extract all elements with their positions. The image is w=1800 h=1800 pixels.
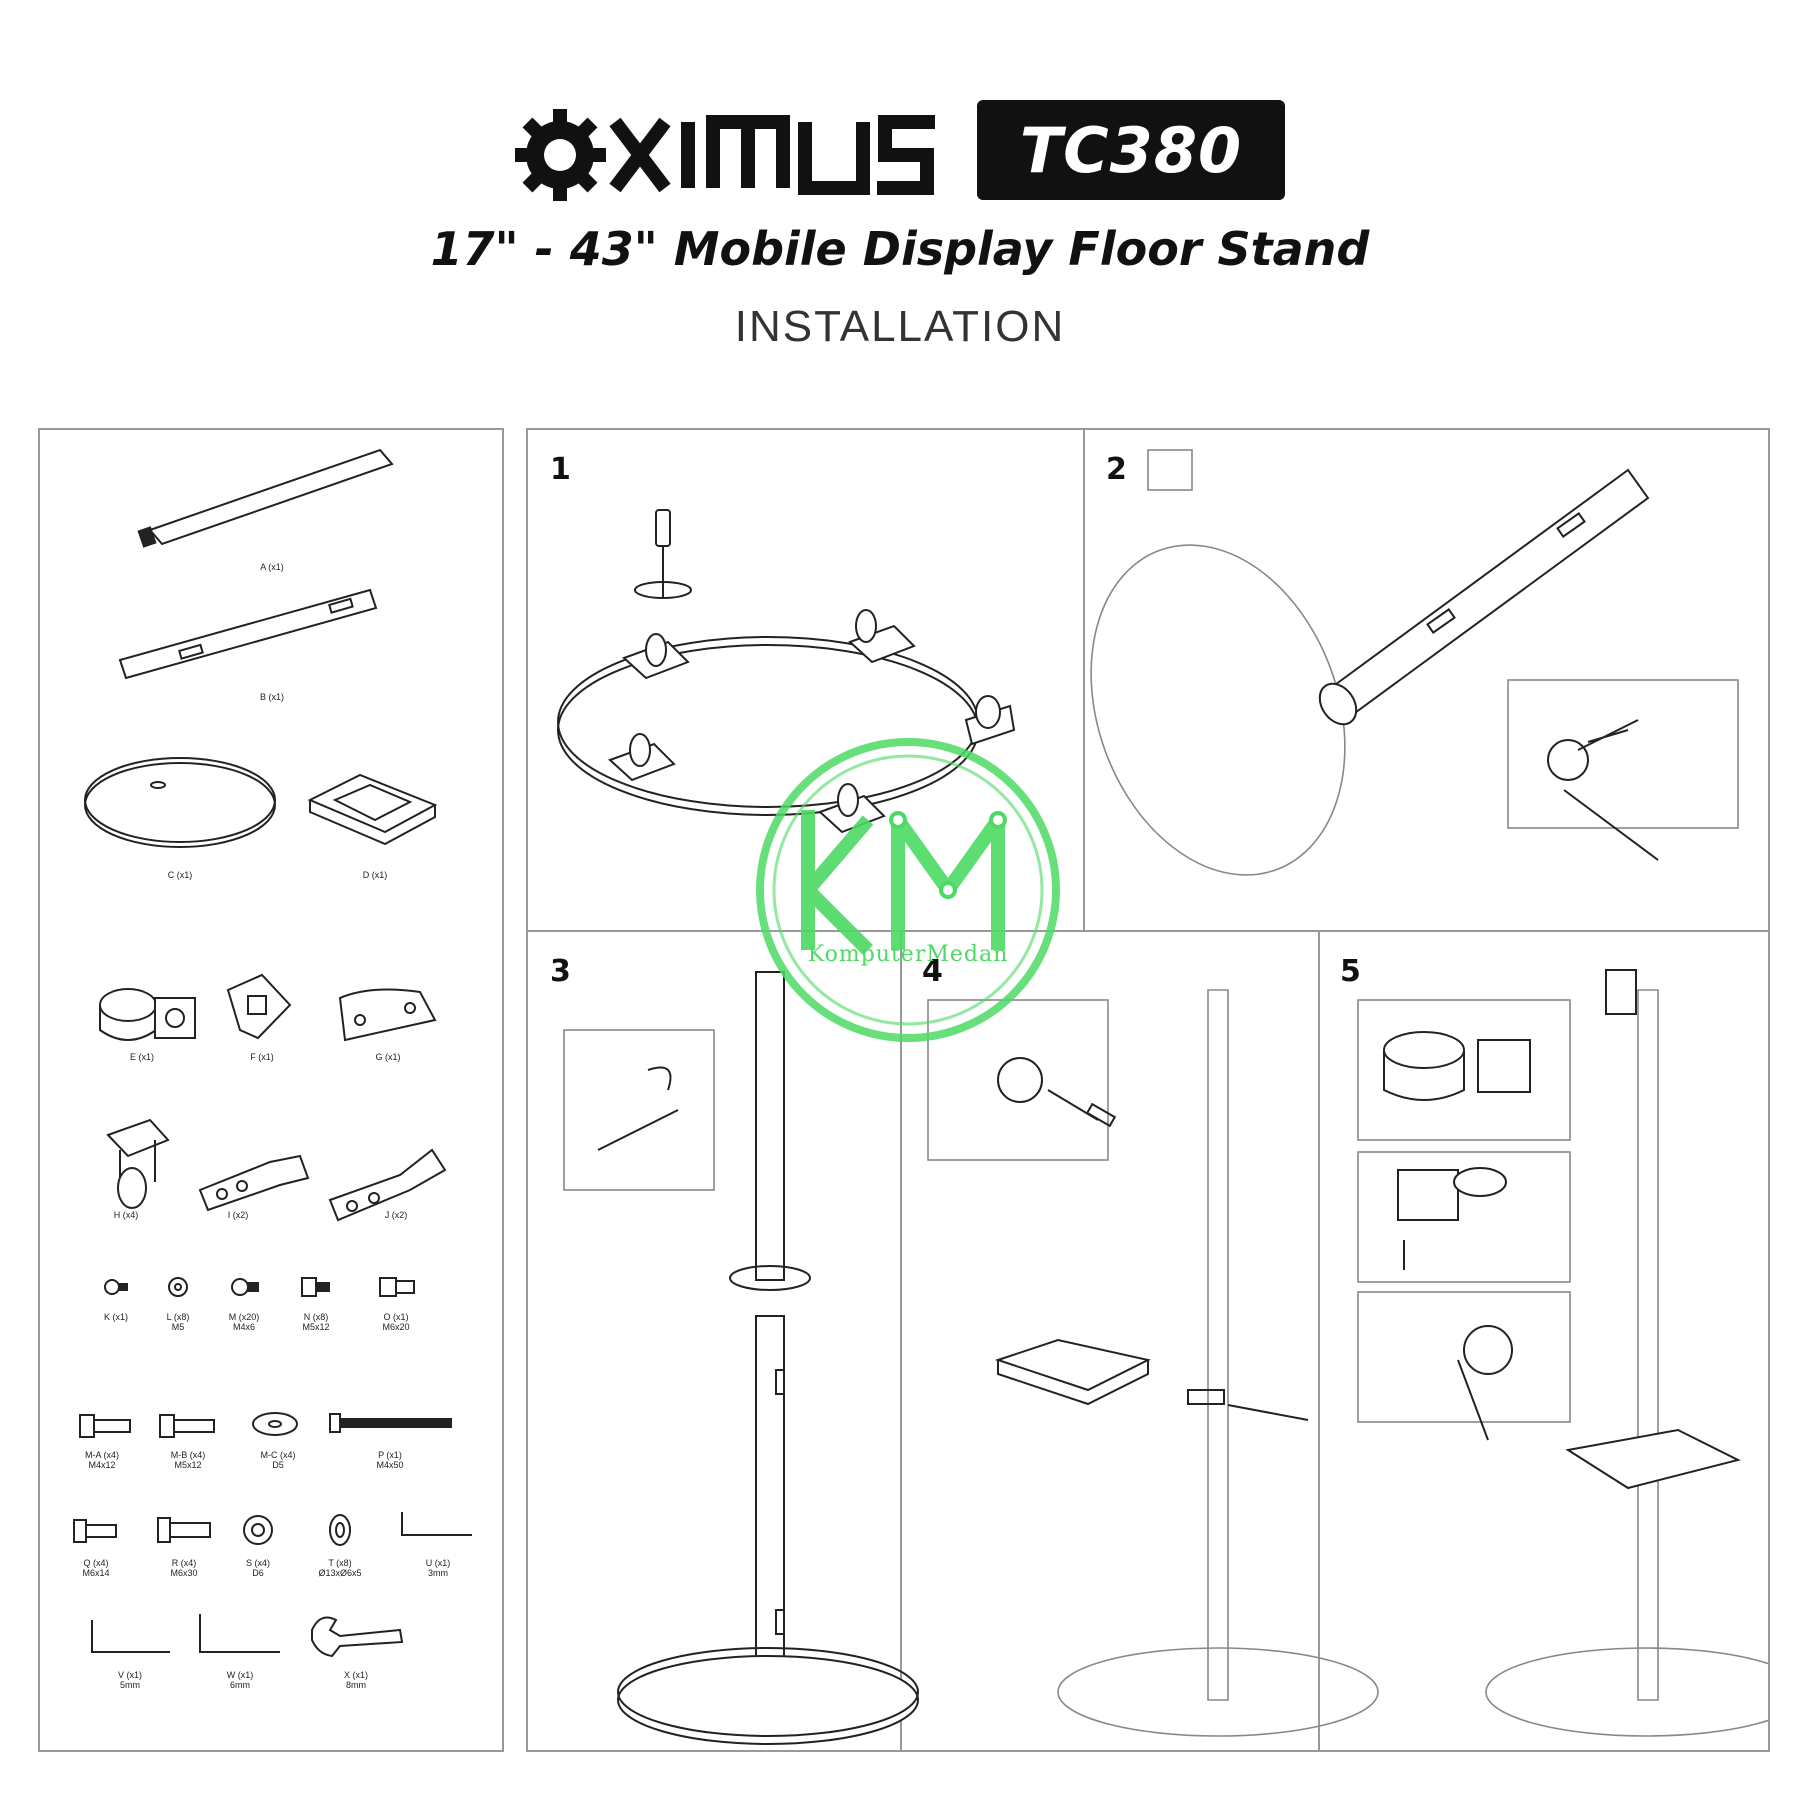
- part-b-pole-icon: [118, 588, 378, 680]
- watermark: KomputerMedan: [748, 730, 1068, 1050]
- part-label: Q (x4)M6x14: [82, 1558, 110, 1578]
- part-label: W (x1)6mm: [226, 1670, 254, 1690]
- part-d-tray-icon: [307, 773, 438, 846]
- installation-title: INSTALLATION: [734, 302, 1066, 351]
- part-label: I (x2): [227, 1210, 249, 1220]
- step-3-pole-insert-icon: [563, 971, 919, 1745]
- part-label: J (x2): [384, 1210, 408, 1220]
- part-label: M (x20)M4x6: [228, 1312, 260, 1332]
- part-c-base-icon: [84, 757, 276, 848]
- brand-lockup: TC380: [514, 100, 1285, 210]
- model-badge: TC380: [977, 100, 1285, 200]
- part-label: U (x1)3mm: [425, 1558, 451, 1578]
- product-subtitle: 17" - 43" Mobile Display Floor Stand: [430, 222, 1370, 276]
- grid-divider: [1318, 930, 1320, 1750]
- tools-row-icon: [91, 1614, 404, 1658]
- part-label: X (x1)8mm: [343, 1670, 368, 1690]
- header: TC380 17" - 43" Mobile Display Floor Sta…: [0, 0, 1800, 400]
- part-label: E (x1): [129, 1052, 154, 1062]
- part-label: O (x1)M6x20: [382, 1312, 410, 1332]
- step-2-pole-attach-icon: [1090, 449, 1739, 876]
- step-5-clamp-attach-icon: [1357, 969, 1768, 1737]
- part-label: A (x1): [260, 562, 284, 572]
- part-label: M-B (x4)M5x12: [170, 1450, 206, 1470]
- part-label: L (x8)M5: [166, 1312, 190, 1332]
- part-e-clamp-icon: [99, 988, 196, 1041]
- step-4-tray-install-icon: [927, 989, 1379, 1737]
- step-number-2: 2: [1106, 452, 1127, 487]
- part-label: G (x1): [375, 1052, 401, 1062]
- grid-divider: [900, 930, 902, 1750]
- part-label: P (x1)M4x50: [376, 1450, 404, 1470]
- watermark-logo-icon: [756, 738, 1060, 1042]
- part-h-caster-icon: [106, 1118, 170, 1209]
- watermark-text: KomputerMedan: [807, 942, 1009, 967]
- part-label: C (x1): [167, 870, 193, 880]
- step-number-4: 4: [922, 954, 943, 989]
- part-label: B (x1): [259, 692, 284, 702]
- grid-divider: [1083, 430, 1085, 930]
- part-label: N (x8)M5x12: [302, 1312, 330, 1332]
- part-label: R (x4)M6x30: [170, 1558, 198, 1578]
- oximus-logo-icon: [514, 109, 935, 201]
- bolts-row-icon: [73, 1512, 472, 1546]
- part-label: S (x4)D6: [245, 1558, 270, 1578]
- step-illustrations: [557, 449, 1768, 1745]
- small-screws-row-icon: [104, 1277, 415, 1297]
- step-number-1: 1: [550, 452, 571, 487]
- long-screws-row-icon: [79, 1412, 452, 1438]
- part-a-pole-icon: [137, 448, 394, 548]
- step-1-base-casters-icon: [557, 509, 1016, 834]
- part-label: V (x1)5mm: [117, 1670, 142, 1690]
- part-label: F (x1): [250, 1052, 274, 1062]
- part-j-bracket-icon: [328, 1148, 447, 1222]
- part-label: K (x1): [103, 1312, 128, 1322]
- part-label: M-A (x4)M4x12: [84, 1450, 119, 1470]
- part-g-block-icon: [338, 988, 437, 1042]
- part-f-plate-icon: [226, 973, 292, 1040]
- parts-illustrations: [73, 448, 472, 1658]
- brand-logo: [514, 100, 945, 210]
- part-label: D (x1): [362, 870, 388, 880]
- grid-divider: [528, 930, 1768, 932]
- part-label: H (x4): [113, 1210, 139, 1220]
- parts-list-panel: A (x1) B (x1) C (x1) D (x1) E (x1) F (x1…: [38, 428, 504, 1752]
- part-label: T (x8)Ø13xØ6x5: [318, 1558, 362, 1578]
- step-number-3: 3: [550, 954, 571, 989]
- part-i-bracket-icon: [198, 1154, 310, 1212]
- part-label: M-C (x4)D5: [260, 1450, 296, 1470]
- step-number-5: 5: [1340, 954, 1361, 989]
- installation-steps-panel: 1 2 3 4 5: [526, 428, 1770, 1752]
